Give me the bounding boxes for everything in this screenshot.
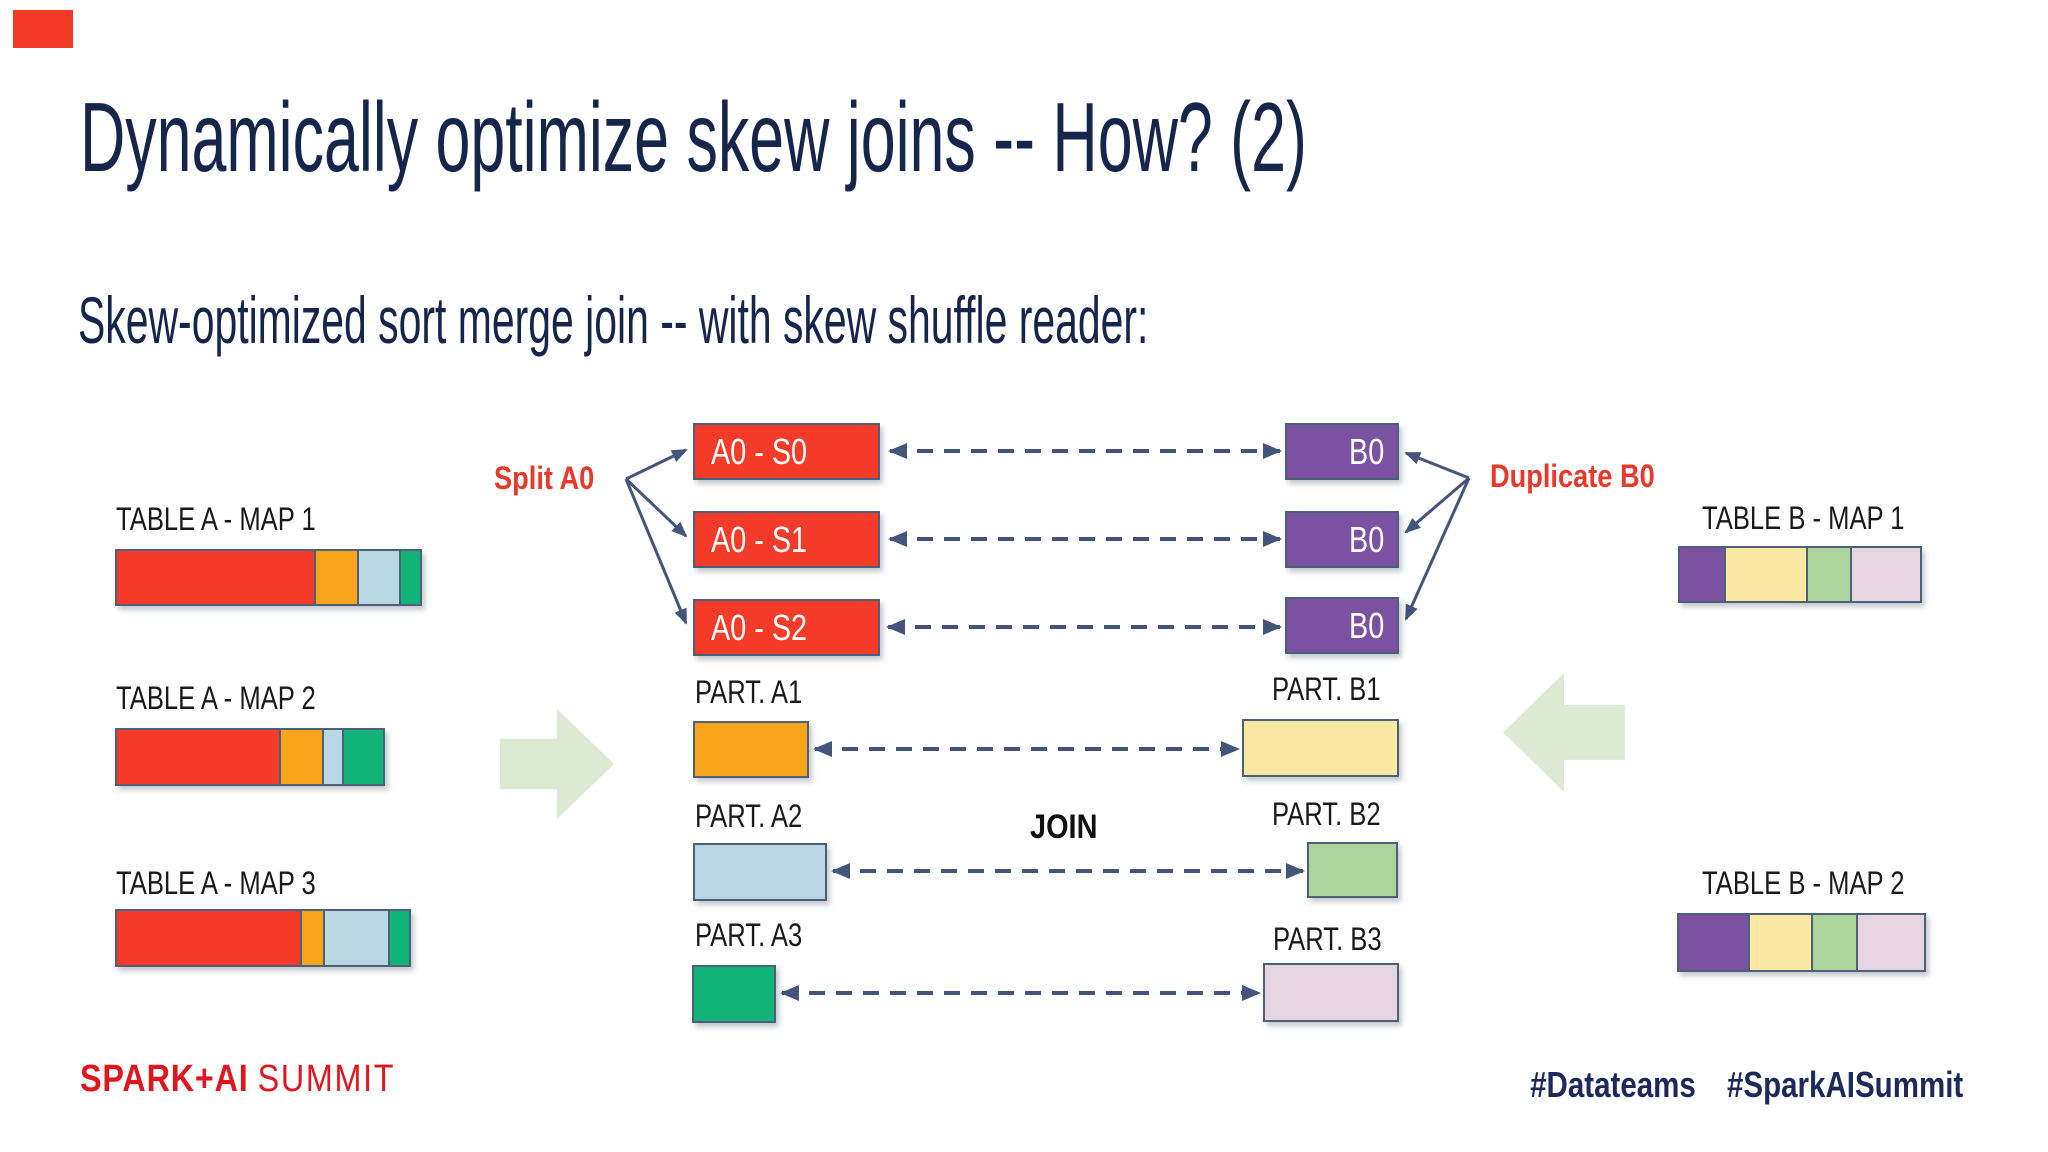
table-a-map2-label: TABLE A - MAP 2 (116, 680, 316, 716)
bar-segment-red (115, 909, 302, 967)
table-b-map2-label: TABLE B - MAP 2 (1702, 865, 1905, 901)
split-box-a0-s0-text: A0 - S0 (711, 431, 808, 472)
part-a3-label: PART. A3 (695, 917, 803, 953)
bar-segment-lightblue (322, 728, 344, 786)
bar-segment-lightyellow (1748, 913, 1813, 972)
split-box-a0-s1-text: A0 - S1 (711, 519, 808, 560)
bar-segment-lightblue (357, 549, 401, 606)
part-a3-box (692, 965, 776, 1023)
part-a2-box (693, 843, 827, 901)
part-b3-box (1263, 963, 1399, 1022)
bar-segment-orange (314, 549, 359, 606)
page-subtitle: Skew-optimized sort merge join -- with s… (78, 283, 1149, 357)
split-fan-line-3 (624, 478, 688, 625)
footer-hashtags: #Datateams #SparkAISummit (1530, 1064, 1963, 1106)
duplicate-fan-line-3 (1404, 477, 1471, 621)
hashtag-datateams: #Datateams (1529, 1064, 1696, 1105)
duplicate-fan-line-1 (1404, 451, 1470, 480)
bar-segment-orange (300, 909, 325, 967)
part-a1-box (693, 721, 809, 778)
table-b-map1-label: TABLE B - MAP 1 (1702, 500, 1905, 536)
red-corner-marker (13, 10, 73, 48)
dup-box-b0-2: B0 (1285, 511, 1399, 568)
bar-segment-green (342, 728, 385, 786)
bar-segment-red (115, 728, 281, 786)
join-label: JOIN (1030, 808, 1098, 846)
table-a-map1-label: TABLE A - MAP 1 (116, 501, 316, 537)
dup-box-b0-3: B0 (1285, 597, 1399, 654)
spark-ai-summit-logo: SPARK+AI SUMMIT (80, 1058, 395, 1101)
bar-segment-lightblue (323, 909, 390, 967)
split-fan-line-1 (625, 448, 688, 481)
part-b1-label: PART. B1 (1272, 671, 1381, 707)
part-a1-label: PART. A1 (695, 674, 803, 710)
dup-box-b0-1-text: B0 (1348, 431, 1385, 472)
part-a2-label: PART. A2 (695, 798, 803, 834)
duplicate-fan-line-2 (1404, 476, 1470, 534)
bar-segment-green (399, 549, 422, 606)
table-b-map1-bar (1678, 546, 1922, 603)
right-block-arrow-icon (500, 709, 614, 819)
split-fan-line-2 (624, 477, 688, 538)
dup-box-b0-3-text: B0 (1348, 605, 1385, 646)
left-block-arrow-icon (1503, 673, 1625, 792)
bar-segment-lightpink (1850, 546, 1922, 603)
dup-box-b0-2-text: B0 (1348, 519, 1385, 560)
bar-segment-green (388, 909, 411, 967)
split-box-a0-s0: A0 - S0 (693, 423, 880, 480)
table-a-map1-bar (115, 549, 422, 606)
part-b1-box (1242, 719, 1399, 777)
split-box-a0-s1: A0 - S1 (693, 511, 880, 568)
bar-segment-purple (1677, 913, 1750, 972)
split-box-a0-s2: A0 - S2 (693, 599, 880, 656)
split-a0-label: Split A0 (494, 460, 595, 496)
duplicate-b0-label: Duplicate B0 (1490, 458, 1655, 494)
part-b2-box (1307, 842, 1398, 898)
bar-segment-lightyellow (1724, 546, 1808, 603)
part-b2-label: PART. B2 (1272, 796, 1381, 832)
brand-bold-text: SPARK+AI (80, 1058, 249, 1100)
hashtag-sparkaisummit: #SparkAISummit (1726, 1064, 1963, 1105)
split-box-a0-s2-text: A0 - S2 (711, 607, 808, 648)
bar-segment-orange (279, 728, 324, 786)
bar-segment-red (115, 549, 316, 606)
bar-segment-lightgreen (1811, 913, 1858, 972)
brand-light-text: SUMMIT (257, 1058, 396, 1100)
bar-segment-lightgreen (1806, 546, 1852, 603)
table-a-map3-label: TABLE A - MAP 3 (116, 865, 316, 901)
table-a-map3-bar (115, 909, 411, 967)
dup-box-b0-1: B0 (1285, 423, 1399, 480)
part-b3-label: PART. B3 (1273, 921, 1382, 957)
page-title: Dynamically optimize skew joins -- How? … (80, 82, 1307, 192)
bar-segment-purple (1678, 546, 1726, 603)
table-a-map2-bar (115, 728, 385, 786)
bar-segment-lightpink (1856, 913, 1926, 972)
table-b-map2-bar (1677, 913, 1926, 972)
